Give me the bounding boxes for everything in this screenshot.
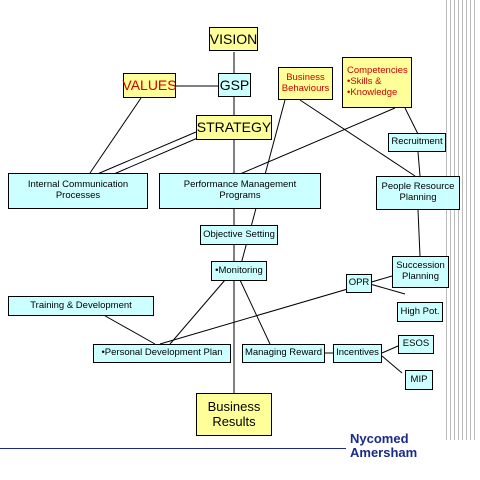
training-development-box: Training & Development [8, 296, 154, 316]
high-pot-label: High Pot. [400, 305, 440, 317]
people-resource-planning-label: People Resource Planning [381, 181, 455, 203]
performance-management-label: Performance Management Programs [183, 179, 297, 201]
connector [369, 283, 406, 295]
values-box: VALUES [122, 73, 177, 98]
business-results-box: Business Results [196, 393, 272, 436]
mip-box: MIP [405, 370, 433, 390]
logo-underline [0, 448, 346, 449]
monitoring-box: •Monitoring [211, 261, 267, 281]
business-results-label: Business Results [207, 398, 261, 429]
training-development-label: Training & Development [30, 299, 132, 311]
stripe-decoration [466, 0, 467, 440]
managing-reward-box: Managing Reward [242, 344, 325, 363]
strategy-box: STRATEGY [196, 115, 272, 140]
gsp-box: GSP [218, 73, 251, 97]
personal-development-plan-label: •Personal Development Plan [101, 347, 223, 359]
internal-communication-box: Internal Communication Processes [8, 173, 148, 209]
strategy-label: STRATEGY [196, 119, 272, 136]
performance-management-box: Performance Management Programs [159, 173, 321, 209]
opr-box: OPR [346, 274, 372, 293]
connector [239, 279, 271, 345]
connector [94, 131, 197, 176]
incentives-box: Incentives [333, 344, 382, 363]
connector [381, 345, 399, 354]
values-label: VALUES [122, 77, 177, 94]
objective-setting-box: Objective Setting [200, 225, 278, 245]
connector [417, 209, 421, 257]
opr-label: OPR [348, 277, 370, 289]
competencies-knowledge-label: •Knowledge [347, 86, 398, 98]
business-behaviours-box: Business Behaviours [278, 67, 333, 100]
competencies-label: Competencies [347, 65, 408, 77]
succession-planning-label: Succession Planning [396, 260, 445, 282]
mip-label: MIP [410, 373, 428, 385]
gsp-label: GSP [219, 76, 250, 93]
connector [169, 279, 226, 345]
monitoring-label: •Monitoring [215, 264, 263, 276]
people-resource-planning-box: People Resource Planning [376, 176, 460, 210]
vision-box: VISION [209, 27, 258, 51]
personal-development-plan-box: •Personal Development Plan [93, 344, 231, 363]
company-logo: Nycomed Amersham [350, 432, 417, 460]
logo-line-2: Amersham [350, 445, 418, 460]
competencies-box: Competencies •Skills & •Knowledge [342, 57, 412, 108]
incentives-label: Incentives [336, 347, 379, 359]
stripe-decoration [462, 0, 463, 440]
connector [99, 312, 156, 345]
stripe-decoration [446, 0, 447, 440]
connector [417, 151, 421, 177]
esos-label: ESOS [402, 338, 430, 350]
vision-label: VISION [209, 30, 258, 47]
business-behaviours-label: Business Behaviours [281, 71, 330, 94]
managing-reward-label: Managing Reward [244, 347, 323, 359]
connector [99, 136, 201, 181]
stripe-decoration [454, 0, 455, 440]
connector [239, 107, 396, 175]
succession-planning-box: Succession Planning [392, 256, 449, 288]
esos-box: ESOS [398, 335, 434, 354]
connector [404, 107, 419, 135]
connector [299, 99, 416, 177]
recruitment-label: Recruitment [391, 136, 443, 148]
logo-line-1: Nycomed [350, 431, 409, 446]
competencies-skills-label: •Skills & [347, 76, 382, 88]
recruitment-box: Recruitment [388, 133, 446, 152]
objective-setting-label: Objective Setting [203, 228, 275, 240]
stripe-decoration [458, 0, 459, 440]
stripe-decoration [474, 0, 475, 440]
stripe-decoration [470, 0, 471, 440]
stripe-decoration [450, 0, 451, 440]
high-pot-box: High Pot. [397, 302, 443, 322]
connector [381, 355, 403, 374]
connector [89, 97, 142, 174]
internal-communication-label: Internal Communication Processes [27, 179, 129, 201]
